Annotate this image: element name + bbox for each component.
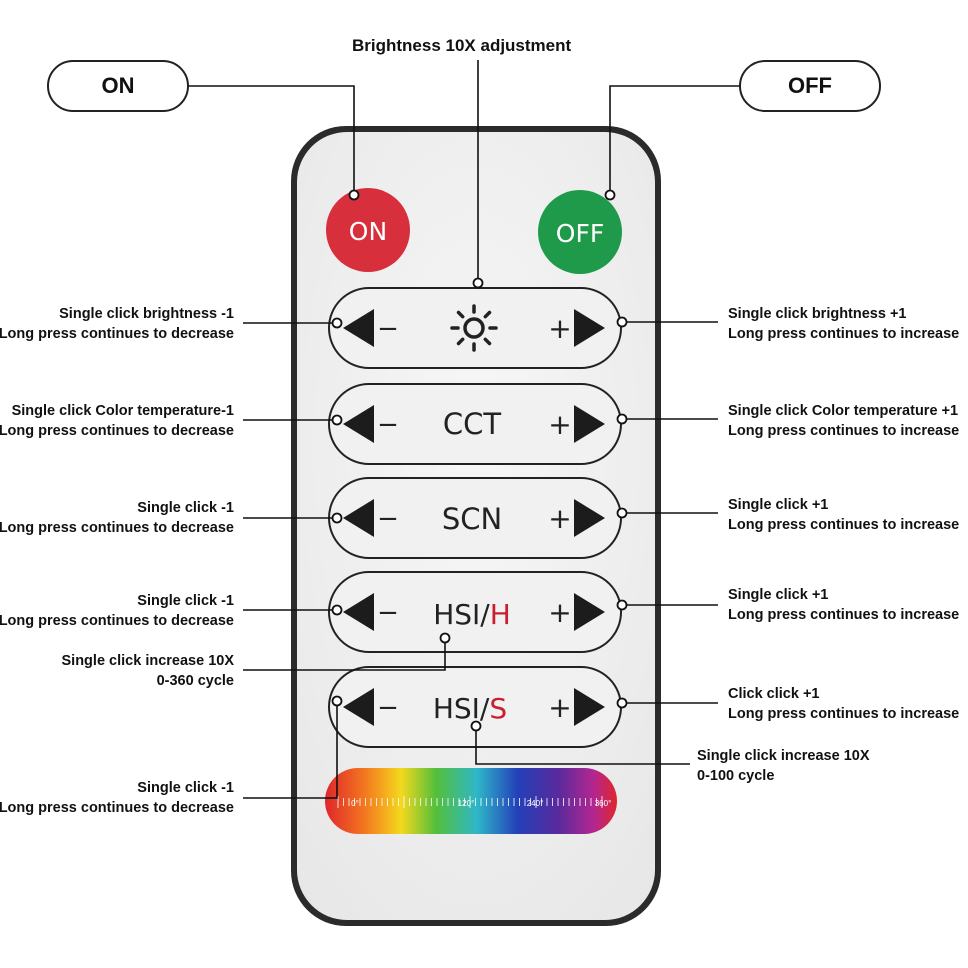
- brightness-right-arrow-icon[interactable]: [574, 309, 605, 347]
- annotation-line: Single click -1: [137, 500, 234, 516]
- cct-left-arrow-icon[interactable]: [343, 405, 374, 443]
- diagram-title: Brightness 10X adjustment: [352, 36, 572, 55]
- annotation-line: 0-100 cycle: [697, 768, 775, 784]
- brightness-rocker[interactable]: [328, 287, 622, 369]
- hue-bar[interactable]: 0° 120° 240° 360°: [325, 768, 617, 834]
- on-callout-label: ON: [102, 73, 135, 98]
- annotation-line: Single click Color temperature +1: [728, 403, 959, 419]
- leader-lines: [188, 60, 740, 799]
- hsi-s-left-arrow-icon[interactable]: [343, 688, 374, 726]
- annotation-brightness-plus: Single click brightness +1 Long press co…: [728, 304, 959, 344]
- scn-label: SCN: [442, 502, 502, 536]
- hue-tick-120: 120°: [458, 799, 475, 808]
- cct-plus-sign: +: [548, 408, 571, 441]
- hsi-s-right-arrow-icon[interactable]: [574, 688, 605, 726]
- on-button[interactable]: ON: [326, 188, 410, 272]
- annotation-hsi-s-minus: Single click -1 Long press continues to …: [0, 778, 234, 818]
- hue-tick-240: 240°: [527, 799, 544, 808]
- annotation-line: Long press continues to decrease: [0, 800, 234, 816]
- annotation-line: Single click Color temperature-1: [11, 403, 234, 419]
- annotation-line: Long press continues to decrease: [0, 326, 234, 342]
- annotation-brightness-minus: Single click brightness -1 Long press co…: [0, 304, 234, 344]
- hsi-h-minus-sign: −: [377, 598, 399, 628]
- annotation-line: Long press continues to decrease: [0, 520, 234, 536]
- hsi-s-label-main: HSI/: [433, 692, 490, 725]
- hsi-h-rocker[interactable]: [328, 571, 622, 653]
- cct-label: CCT: [443, 407, 501, 441]
- hsi-h-label-accent: H: [490, 598, 511, 631]
- annotation-hsi-s-plus: Click click +1 Long press continues to i…: [728, 684, 959, 724]
- hsi-h-plus-sign: +: [548, 596, 571, 629]
- leader-dots: [331, 189, 628, 732]
- brightness-left-arrow-icon[interactable]: [343, 309, 374, 347]
- hsi-h-right-arrow-icon[interactable]: [574, 593, 605, 631]
- annotation-scn-plus: Single click +1 Long press continues to …: [728, 495, 959, 535]
- annotation-line: Single click +1: [728, 587, 829, 603]
- hsi-s-plus-sign: +: [548, 691, 571, 724]
- scn-minus-sign: −: [377, 504, 399, 534]
- annotation-line: Single click brightness -1: [59, 306, 234, 322]
- off-callout: OFF: [739, 60, 881, 112]
- annotation-cct-minus: Single click Color temperature-1 Long pr…: [0, 401, 234, 441]
- annotation-line: Long press continues to decrease: [0, 613, 234, 629]
- cct-minus-sign: −: [377, 410, 399, 440]
- annotation-line: Long press continues to increase: [728, 423, 960, 439]
- annotation-line: Long press continues to increase: [728, 517, 960, 533]
- off-callout-label: OFF: [788, 73, 832, 98]
- annotation-line: Single click -1: [137, 593, 234, 609]
- annotation-line: Single click brightness +1: [728, 306, 907, 322]
- off-button-label: OFF: [556, 219, 604, 248]
- annotation-hsi-h-minus: Single click -1 Long press continues to …: [0, 591, 234, 631]
- scn-right-arrow-icon[interactable]: [574, 499, 605, 537]
- scn-left-arrow-icon[interactable]: [343, 499, 374, 537]
- annotation-line: Long press continues to increase: [728, 326, 960, 342]
- hsi-h-left-arrow-icon[interactable]: [343, 593, 374, 631]
- sun-icon: [450, 304, 498, 352]
- brightness-plus-sign: +: [548, 312, 571, 345]
- cct-right-arrow-icon[interactable]: [574, 405, 605, 443]
- on-callout: ON: [47, 60, 189, 112]
- annotation-scn-minus: Single click -1 Long press continues to …: [0, 498, 234, 538]
- on-button-label: ON: [349, 217, 387, 246]
- hue-tick-360: 360°: [595, 799, 612, 808]
- hsi-h-label: HSI/H: [433, 598, 511, 631]
- annotation-line: Single click increase 10X: [61, 653, 235, 669]
- brightness-minus-sign: −: [377, 314, 399, 344]
- annotation-line: Single click increase 10X: [697, 748, 870, 764]
- annotation-hsi-h-center: Single click increase 10X 0-360 cycle: [62, 651, 235, 691]
- hue-tick-0: 0°: [351, 799, 359, 808]
- hsi-s-label-accent: S: [489, 692, 507, 725]
- annotation-line: Long press continues to decrease: [0, 423, 234, 439]
- off-button[interactable]: OFF: [538, 190, 622, 274]
- hsi-s-label: HSI/S: [433, 692, 507, 725]
- annotation-line: Long press continues to increase: [728, 607, 960, 623]
- hsi-h-label-main: HSI/: [433, 598, 490, 631]
- scn-plus-sign: +: [548, 502, 571, 535]
- annotation-line: 0-360 cycle: [156, 673, 234, 689]
- annotation-line: Single click +1: [728, 497, 829, 513]
- annotation-cct-plus: Single click Color temperature +1 Long p…: [728, 401, 959, 441]
- annotation-line: Long press continues to increase: [728, 706, 960, 722]
- annotation-line: Click click +1: [728, 686, 820, 702]
- annotation-line: Single click -1: [137, 780, 234, 796]
- annotation-hsi-h-plus: Single click +1 Long press continues to …: [728, 585, 959, 625]
- hsi-s-minus-sign: −: [377, 693, 399, 723]
- annotation-hsi-s-center: Single click increase 10X 0-100 cycle: [697, 746, 870, 786]
